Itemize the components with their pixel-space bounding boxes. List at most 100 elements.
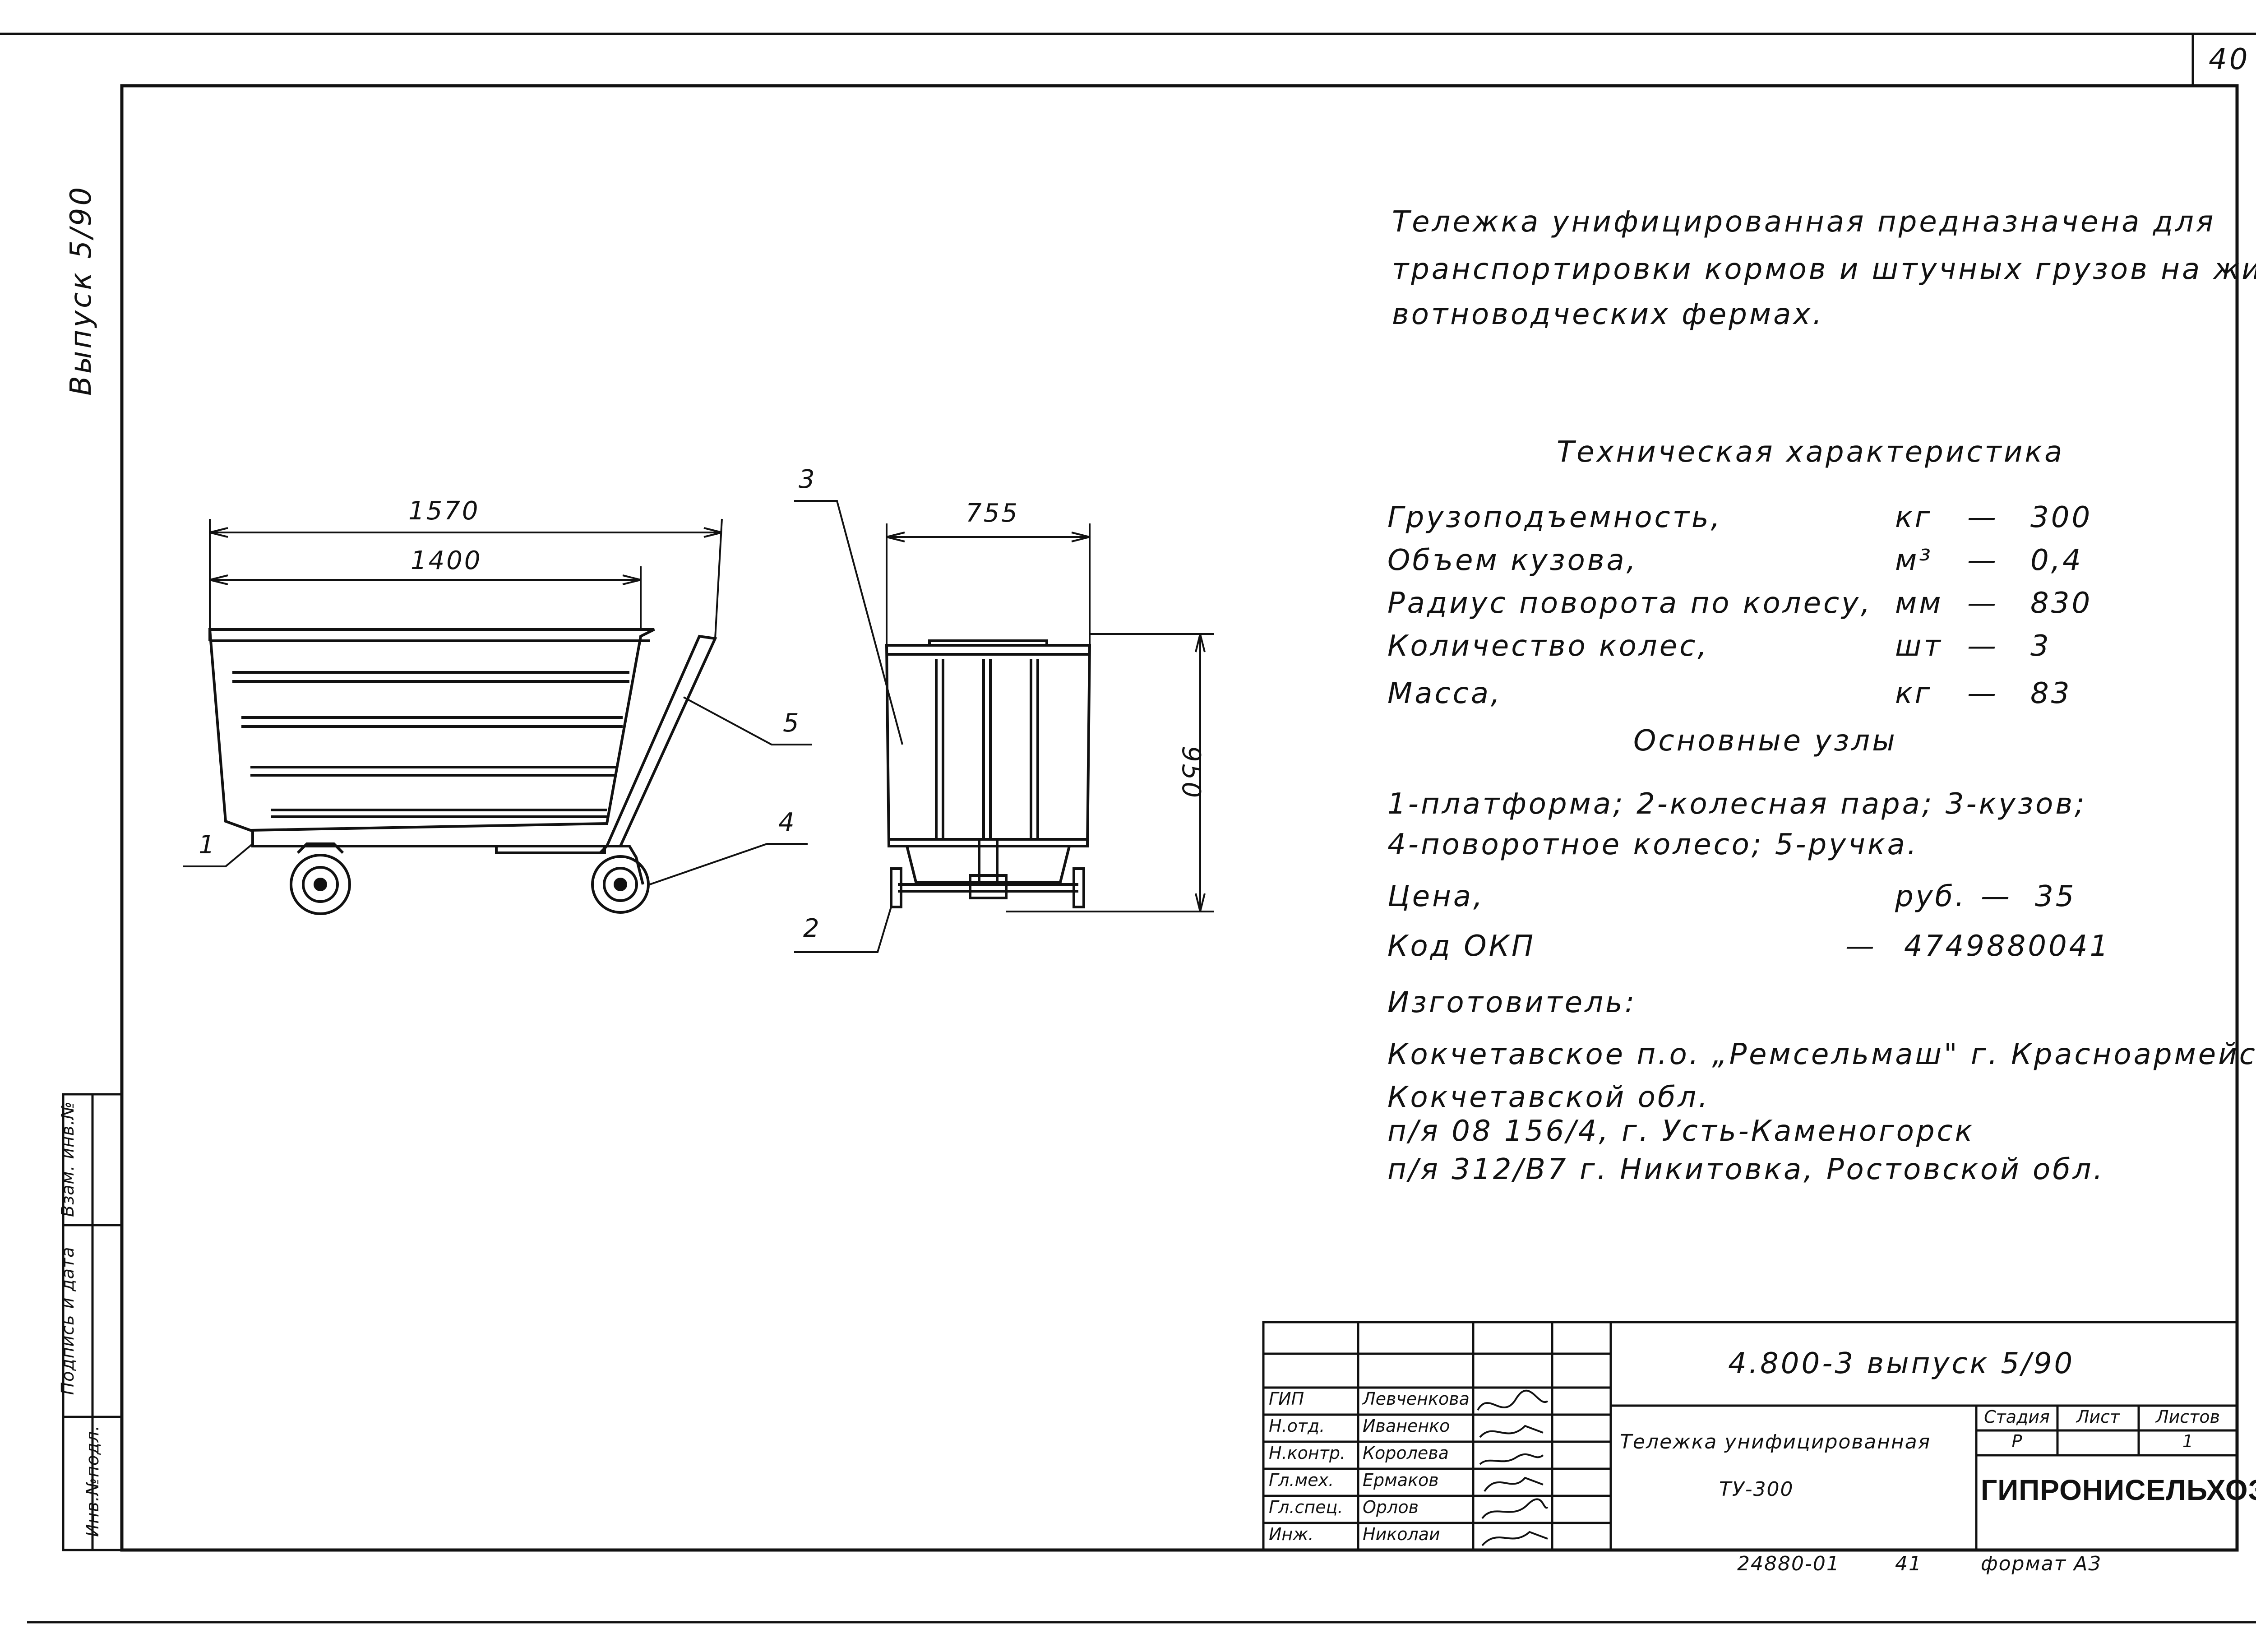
spec-unit: м³ bbox=[1895, 544, 1933, 577]
spec-value: 3 bbox=[2030, 629, 2051, 663]
spec-label: Грузоподъемность, bbox=[1387, 501, 1722, 534]
page-number: 40 bbox=[2209, 43, 2250, 76]
sheet-value: 1 bbox=[2182, 1431, 2194, 1451]
spec-value: 0,4 bbox=[2030, 544, 2083, 577]
signature-4 bbox=[1484, 1476, 1544, 1492]
units-line-1: 1-платформа; 2-колесная пара; 3-кузов; bbox=[1387, 787, 2087, 821]
manufacturer-line-3: п/я 08 156/4, г. Усть-Каменогорск bbox=[1387, 1115, 1975, 1148]
main-frame bbox=[120, 84, 2239, 1552]
sheets-header: Листов bbox=[2156, 1407, 2220, 1427]
footer-format: формат А3 bbox=[1981, 1552, 2102, 1575]
price-label: Цена, bbox=[1387, 880, 1485, 913]
spec-value: 300 bbox=[2030, 501, 2093, 534]
okp-label: Код ОКП bbox=[1387, 930, 1536, 963]
wheel-right bbox=[1073, 867, 1085, 908]
footer-num: 41 bbox=[1895, 1552, 1922, 1575]
signature-1 bbox=[1477, 1389, 1549, 1411]
designation: 4.800-3 выпуск 5/90 bbox=[1728, 1347, 2075, 1380]
front-view-callouts bbox=[794, 500, 903, 953]
spec-dash: — bbox=[1967, 587, 1998, 620]
price-value: 35 bbox=[2035, 880, 2076, 913]
dim-overall: 1570 bbox=[408, 496, 480, 526]
units-line-2: 4-поворотное колесо; 5-ручка. bbox=[1387, 828, 1919, 861]
callout-2: 2 bbox=[803, 914, 821, 943]
name-n-otd: Иваненко bbox=[1363, 1416, 1450, 1436]
manufacturer-line-1: Кокчетавское п.о. „Ремсельмаш" г. Красно… bbox=[1387, 1038, 2256, 1071]
title-block-grid bbox=[1262, 1321, 2238, 1551]
side-view-callouts bbox=[183, 696, 812, 885]
caster-wheel bbox=[591, 855, 650, 914]
role-gl-spets: Гл.спец. bbox=[1269, 1497, 1343, 1517]
price-unit: руб. bbox=[1895, 880, 1967, 913]
name-gl-spets: Орлов bbox=[1363, 1497, 1419, 1517]
side-strip-inv-podl: Инв.№подл. bbox=[83, 1425, 102, 1537]
front-view-dimensions bbox=[886, 523, 1214, 912]
side-strip-podpis: Подпись и дата bbox=[58, 1246, 78, 1395]
stage-header: Стадия bbox=[1984, 1407, 2050, 1427]
role-n-kontr: Н.контр. bbox=[1269, 1443, 1346, 1463]
manufacturer-line-4: п/я 312/В7 г. Никитовка, Ростовской обл. bbox=[1387, 1153, 2105, 1186]
signature-5 bbox=[1481, 1498, 1549, 1519]
organization: ГИПРОНИСЕЛЬХОЗ bbox=[1981, 1474, 2256, 1506]
description-line-2: транспортировки кормов и штучных грузов … bbox=[1392, 253, 2256, 286]
role-gip: ГИП bbox=[1269, 1389, 1304, 1409]
role-inzh: Инж. bbox=[1269, 1524, 1314, 1544]
name-n-kontr: Королева bbox=[1363, 1443, 1449, 1463]
footer-code: 24880-01 bbox=[1737, 1552, 1840, 1575]
cart-front-view bbox=[885, 639, 1091, 908]
role-gl-mekh: Гл.мех. bbox=[1269, 1470, 1334, 1490]
spec-label: Объем кузова, bbox=[1387, 544, 1638, 577]
doc-title-line-1: Тележка унифицированная bbox=[1620, 1430, 1931, 1453]
cart-side-view bbox=[208, 628, 717, 915]
signature-3 bbox=[1479, 1453, 1544, 1465]
signature-6 bbox=[1481, 1531, 1548, 1546]
spec-unit: шт bbox=[1895, 629, 1943, 663]
stage-value: Р bbox=[2011, 1431, 2022, 1451]
price-dash: — bbox=[1981, 880, 2012, 913]
spec-dash: — bbox=[1967, 501, 1998, 534]
name-gip: Левченкова bbox=[1363, 1389, 1470, 1409]
signature-2 bbox=[1479, 1425, 1544, 1438]
manufacturer-line-2: Кокчетавской обл. bbox=[1387, 1081, 1710, 1114]
name-inzh: Николаи bbox=[1363, 1524, 1440, 1544]
spec-dash: — bbox=[1967, 629, 1998, 663]
okp-value: 4749880041 bbox=[1904, 930, 2111, 963]
wheel-left bbox=[890, 867, 902, 908]
cart-body-front bbox=[885, 644, 1091, 847]
manufacturer-title: Изготовитель: bbox=[1387, 986, 1637, 1019]
side-view-dimensions bbox=[209, 518, 723, 639]
callout-5: 5 bbox=[783, 708, 801, 738]
doc-title-line-2: ТУ-300 bbox=[1719, 1478, 1794, 1501]
units-title: Основные узлы bbox=[1633, 724, 1897, 758]
callout-3: 3 bbox=[799, 465, 817, 494]
spec-unit: кг bbox=[1895, 677, 1932, 710]
spec-value: 830 bbox=[2030, 587, 2093, 620]
description-line-1: Тележка унифицированная предназначена дл… bbox=[1392, 205, 2216, 239]
dim-width: 755 bbox=[966, 499, 1019, 528]
spec-dash: — bbox=[1967, 544, 1998, 577]
okp-dash: — bbox=[1845, 930, 1877, 963]
description-line-3: вотноводческих фермах. bbox=[1392, 298, 1824, 331]
callout-1: 1 bbox=[199, 830, 217, 860]
specs-title: Техническая характеристика bbox=[1557, 435, 2065, 469]
callout-4: 4 bbox=[778, 808, 796, 837]
dim-height: 950 bbox=[1176, 746, 1206, 800]
handle bbox=[606, 634, 717, 847]
side-issue-label: Выпуск 5/90 bbox=[65, 185, 98, 396]
signatures bbox=[1477, 1389, 1549, 1546]
rear-wheel bbox=[290, 854, 351, 915]
platform bbox=[251, 830, 607, 847]
role-n-otd: Н.отд. bbox=[1269, 1416, 1325, 1436]
dim-body: 1400 bbox=[411, 546, 482, 575]
cart-body-side bbox=[208, 628, 655, 832]
spec-label: Масса, bbox=[1387, 677, 1502, 710]
spec-unit: мм bbox=[1895, 587, 1943, 620]
spec-label: Количество колес, bbox=[1387, 629, 1709, 663]
spec-dash: — bbox=[1967, 677, 1998, 710]
name-gl-mekh: Ермаков bbox=[1363, 1470, 1439, 1490]
spec-unit: кг bbox=[1895, 501, 1932, 534]
spec-label: Радиус поворота по колесу, bbox=[1387, 587, 1872, 620]
sheet-header: Лист bbox=[2076, 1407, 2120, 1427]
side-strip-vzam: Взам. инв.№ bbox=[58, 1101, 78, 1217]
